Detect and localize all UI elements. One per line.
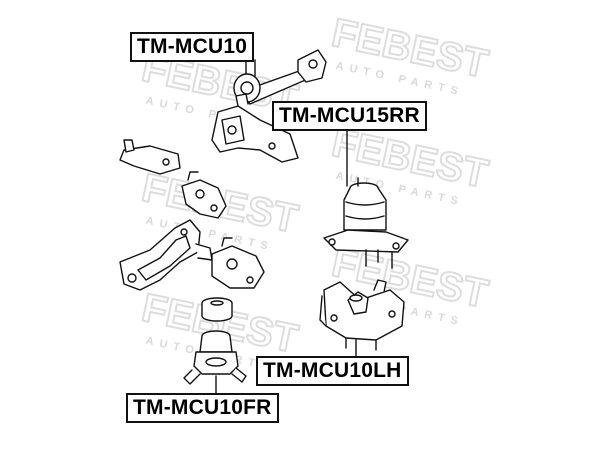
large-bracket-part xyxy=(119,219,213,291)
lower-bracket-part xyxy=(211,237,265,289)
part-label-mcu10: TM-MCU10 xyxy=(130,32,255,62)
watermark-brand-1: FEBEST AUTO PARTS xyxy=(327,10,492,99)
part-label-mcu15rr: TM-MCU15RR xyxy=(272,101,427,131)
part-label-mcu10fr: TM-MCU10FR xyxy=(126,393,279,423)
part-label-mcu10lh: TM-MCU10LH xyxy=(256,356,409,386)
front-mount-part xyxy=(183,330,247,385)
bushing-part xyxy=(201,297,233,322)
upper-bracket-part xyxy=(211,93,299,163)
middle-bracket-part xyxy=(181,171,227,219)
rear-mount-part xyxy=(323,177,409,269)
small-bracket-part xyxy=(119,139,181,175)
left-mount-part xyxy=(319,279,405,351)
